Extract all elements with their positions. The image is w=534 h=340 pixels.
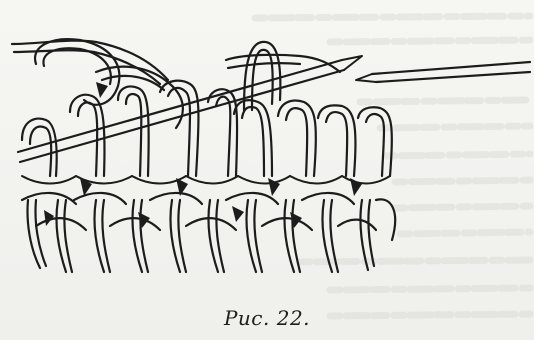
upper-stitch-row (22, 81, 392, 176)
knitting-illustration (0, 0, 534, 300)
figure-caption: Рис. 22. (0, 306, 534, 330)
lower-stitch-row (22, 193, 395, 272)
right-needle (356, 62, 530, 82)
row-connections (22, 176, 390, 184)
